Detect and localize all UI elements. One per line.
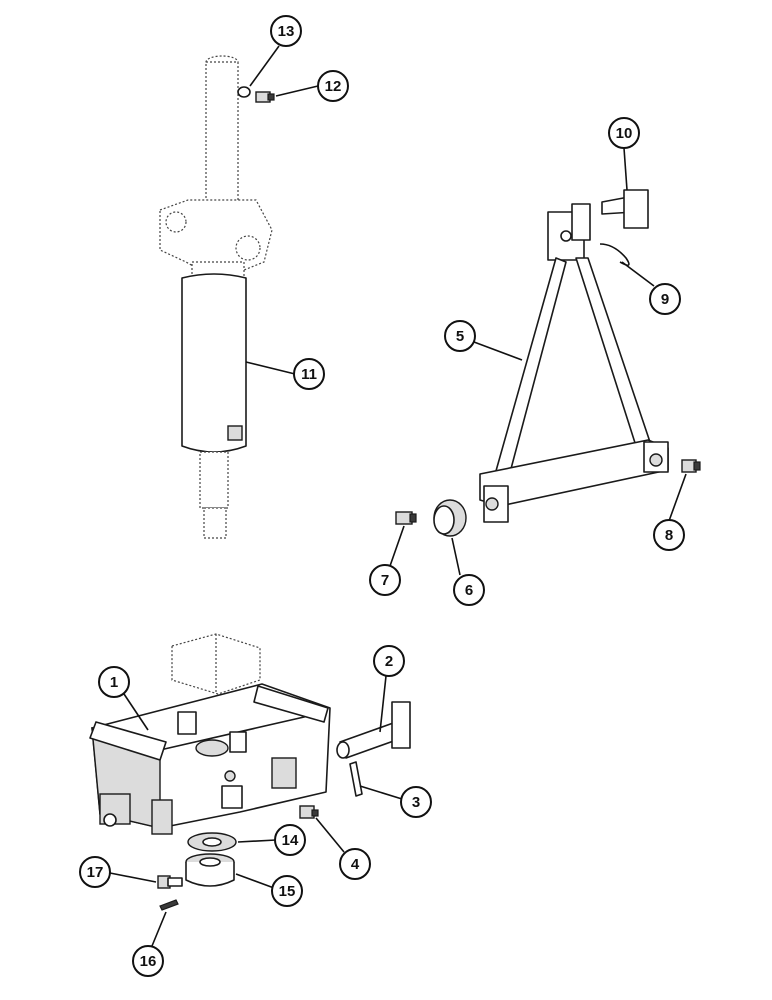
bush-6: [433, 499, 467, 537]
callout-label-10: 10: [616, 125, 633, 142]
pin-2: [336, 701, 411, 759]
callout-label-17: 17: [87, 864, 104, 881]
callout-14: 14: [274, 824, 306, 856]
callout-label-3: 3: [412, 794, 420, 811]
callout-10: 10: [608, 117, 640, 149]
callout-6: 6: [453, 574, 485, 606]
castle-nut-15: [185, 853, 235, 887]
callout-label-5: 5: [456, 328, 464, 345]
callout-label-1: 1: [110, 674, 118, 691]
callout-label-9: 9: [661, 291, 669, 308]
callout-8: 8: [653, 519, 685, 551]
grease-nipple-4: [299, 805, 319, 819]
callout-label-4: 4: [351, 856, 360, 873]
callout-13: 13: [270, 15, 302, 47]
callout-label-13: 13: [278, 23, 295, 40]
ring-13: [237, 86, 251, 98]
pin-10: [601, 189, 649, 229]
callout-5: 5: [444, 320, 476, 352]
callout-15: 15: [271, 875, 303, 907]
grease-nipple-12: [255, 91, 275, 103]
callout-label-11: 11: [301, 366, 317, 383]
bolt-17: [157, 875, 183, 889]
callout-label-14: 14: [282, 832, 299, 849]
grease-nipple-8: [681, 459, 701, 473]
callout-label-2: 2: [385, 653, 393, 670]
callout-label-6: 6: [465, 582, 473, 599]
grease-nipple-7: [395, 511, 417, 525]
bracket-housing-1: [89, 633, 331, 835]
leader-lines: [109, 45, 687, 947]
roll-pin-16: [159, 899, 179, 911]
lynch-pin-9: [599, 243, 630, 266]
callout-17: 17: [79, 856, 111, 888]
shaft-assembly: [159, 55, 273, 539]
callout-label-16: 16: [140, 953, 157, 970]
callout-label-12: 12: [325, 78, 342, 95]
split-pin-3: [349, 761, 363, 797]
callout-label-7: 7: [381, 572, 389, 589]
callout-9: 9: [649, 283, 681, 315]
callout-16: 16: [132, 945, 164, 977]
callout-12: 12: [317, 70, 349, 102]
callout-11: 11: [293, 358, 325, 390]
callout-7: 7: [369, 564, 401, 596]
callout-2: 2: [373, 645, 405, 677]
callout-3: 3: [400, 786, 432, 818]
callout-4: 4: [339, 848, 371, 880]
washer-14: [187, 832, 237, 852]
callout-label-8: 8: [665, 527, 673, 544]
callout-1: 1: [98, 666, 130, 698]
callout-label-15: 15: [279, 883, 296, 900]
a-frame-5: [479, 203, 669, 523]
